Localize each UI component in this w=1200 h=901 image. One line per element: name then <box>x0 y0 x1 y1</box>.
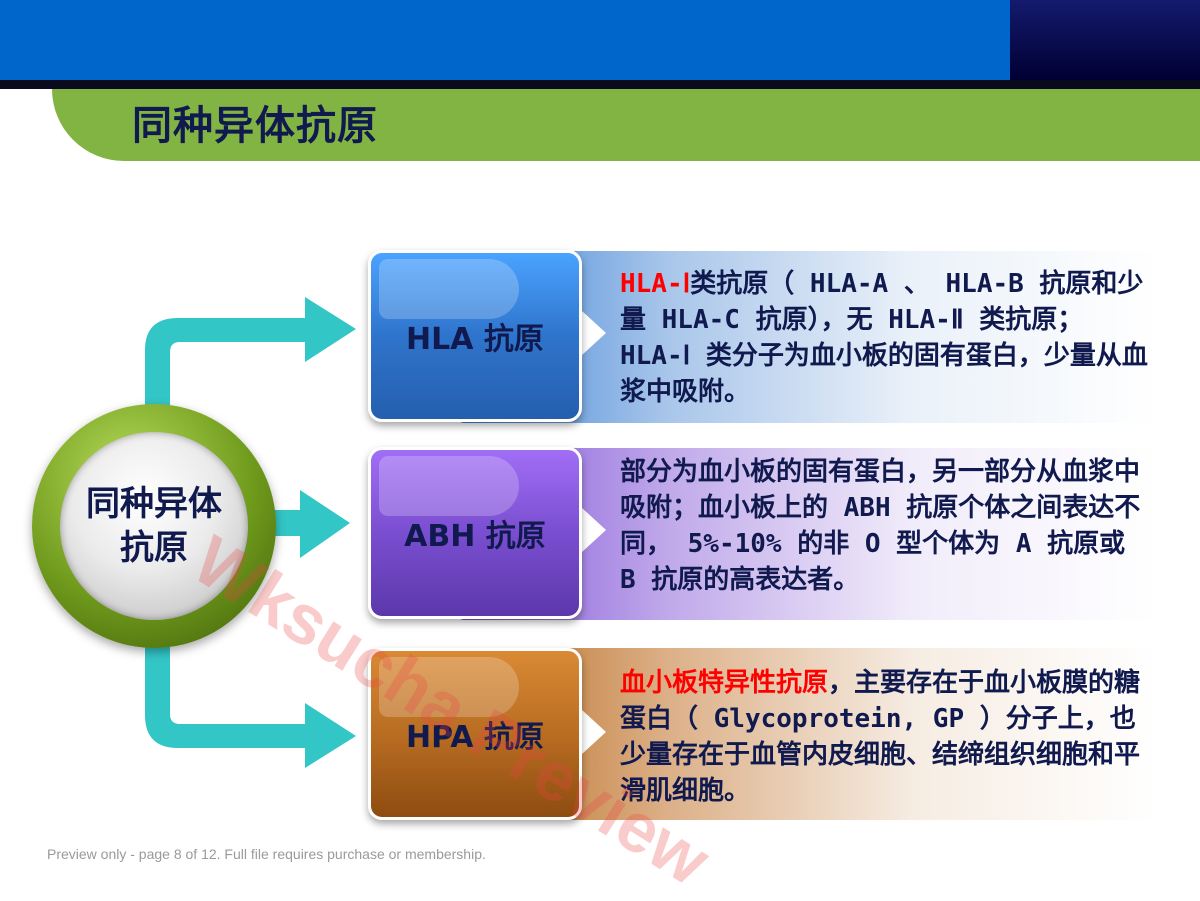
title-band <box>52 89 1200 161</box>
header-navy-block <box>1010 0 1200 80</box>
hub-label: 同种异体 抗原 <box>86 482 222 570</box>
hub-label-line2: 抗原 <box>120 528 188 568</box>
abh-pointer-icon <box>582 508 606 552</box>
hla-description-text: 类抗原（ HLA-A 、 HLA-B 抗原和少量 HLA-C 抗原），无 HLA… <box>620 269 1148 407</box>
hla-antigen-label: HLA 抗原 <box>406 322 544 357</box>
header-blue-bar <box>0 0 1010 80</box>
hpa-description-text: ，主要存在于血小板膜的糖蛋白（ Glycoprotein, GP ）分子上，也少… <box>620 668 1141 806</box>
hub-label-line1: 同种异体 <box>86 484 222 524</box>
hla-antigen-box: HLA 抗原 <box>368 250 582 422</box>
hpa-antigen-box: HPA 抗原 <box>368 648 582 820</box>
header-divider <box>0 80 1200 89</box>
page-title: 同种异体抗原 <box>132 103 378 149</box>
hpa-antigen-label: HPA 抗原 <box>405 720 544 755</box>
hpa-pointer-icon <box>582 710 606 754</box>
hla-pointer-icon <box>582 311 606 355</box>
abh-description: 部分为血小板的固有蛋白，另一部分从血浆中吸附；血小板上的 ABH 抗原个体之间表… <box>620 457 1141 595</box>
connector-top-arrow-shape <box>145 297 356 445</box>
abh-antigen-box: ABH 抗原 <box>368 447 582 619</box>
connector-bottom-arrow-shape <box>145 610 356 768</box>
hla-description-highlight: HLA-Ⅰ <box>620 269 691 299</box>
connector-middle-arrow-shape <box>262 490 350 558</box>
hpa-description: 血小板特异性抗原，主要存在于血小板膜的糖蛋白（ Glycoprotein, GP… <box>620 665 1150 809</box>
hla-description: HLA-Ⅰ类抗原（ HLA-A 、 HLA-B 抗原和少量 HLA-C 抗原），… <box>620 266 1150 410</box>
hpa-description-highlight: 血小板特异性抗原 <box>620 668 829 698</box>
preview-footer-note: Preview only - page 8 of 12. Full file r… <box>47 846 486 862</box>
hub-circle: 同种异体 抗原 <box>32 404 276 648</box>
abh-antigen-label: ABH 抗原 <box>404 519 546 554</box>
hub-inner-disc: 同种异体 抗原 <box>60 432 248 620</box>
